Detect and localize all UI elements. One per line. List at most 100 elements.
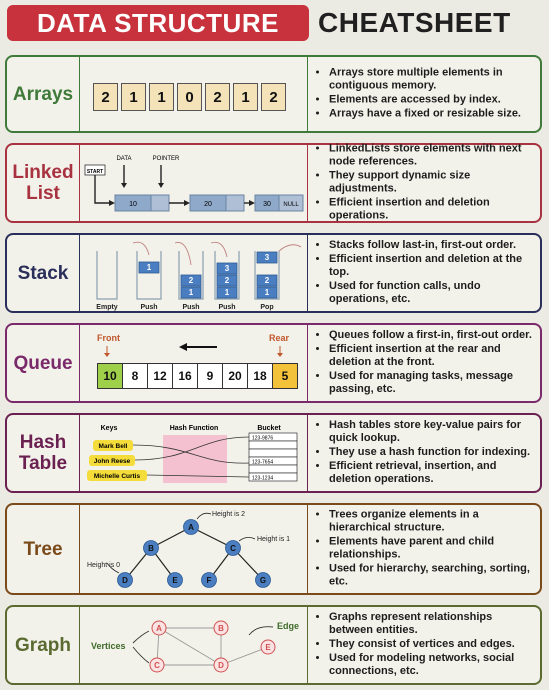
title-bar: DATA STRUCTURE CHEATSHEET <box>0 0 549 48</box>
graph-node: B <box>218 624 224 633</box>
bucket-title: Bucket <box>257 425 281 432</box>
stack-svg: 1 21 321 321 Empty Push Push Push Pop <box>96 241 302 311</box>
vertices-label: Vertices <box>91 641 126 651</box>
bucket-value: 123-7654 <box>252 460 273 466</box>
graph-diagram: A B C D E Vertices Edge <box>81 607 306 683</box>
tree-svg: A B C D E F G Height is 2 Height is 1 He… <box>87 511 290 588</box>
tree-node: C <box>230 544 236 553</box>
svg-text:2: 2 <box>189 276 194 285</box>
linked-list-svg: START DATA POINTER 10 20 30 NULL <box>84 156 304 212</box>
linked-list-label: Linked List <box>7 145 79 221</box>
graph-label: Graph <box>15 634 71 656</box>
stack-caption: Empty <box>96 304 118 311</box>
arrays-bullets: Arrays store multiple elements in contig… <box>309 67 536 122</box>
array-cell: 1 <box>149 83 174 111</box>
bullet: Queues follow a first-in, first-out orde… <box>329 329 536 342</box>
queue-diagram: Front Rear 10 8 12 16 9 20 18 5 <box>81 325 306 401</box>
graph-node: A <box>156 624 162 633</box>
bullet: Elements are accessed by index. <box>329 94 536 107</box>
hash-label-2: Table <box>18 453 68 474</box>
queue-label: Queue <box>13 352 73 374</box>
bullet: Trees organize elements in a hierarchica… <box>329 509 536 535</box>
bullet: Efficient retrieval, insertion, and dele… <box>329 460 536 486</box>
tree-bullets: Trees organize elements in a hierarchica… <box>309 509 536 590</box>
pointer-label: POINTER <box>153 156 180 162</box>
svg-text:2: 2 <box>265 276 270 285</box>
node-value: 10 <box>129 201 137 208</box>
svg-text:1: 1 <box>265 288 270 297</box>
hash-key: Michelle Curtis <box>94 473 141 480</box>
stack-caption: Push <box>218 304 235 311</box>
queue-bullets: Queues follow a first-in, first-out orde… <box>309 329 536 397</box>
tree-node: D <box>122 576 128 585</box>
queue-cell-front: 10 <box>97 363 123 389</box>
queue-cell: 12 <box>147 363 173 389</box>
stack-caption: Pop <box>260 304 273 311</box>
queue-cell: 18 <box>247 363 273 389</box>
bucket-value: 123-9876 <box>252 436 273 442</box>
bullet: Stacks follow last-in, first-out order. <box>329 239 536 252</box>
title-cheatsheet: CHEATSHEET <box>318 7 511 38</box>
linked-label-2: List <box>26 183 60 204</box>
arrays-label: Arrays <box>12 83 74 105</box>
null-label: NULL <box>283 202 299 208</box>
bullet: Graphs represent relationships between e… <box>329 611 536 637</box>
bullet: Elements have parent and child relations… <box>329 536 536 562</box>
height-2-label: Height is 2 <box>212 511 245 518</box>
graph-svg: A B C D E Vertices Edge <box>91 620 299 673</box>
bullet: Hash tables store key-value pairs for qu… <box>329 419 536 445</box>
array-cell: 2 <box>205 83 230 111</box>
bullet: Used for managing tasks, message passing… <box>329 370 536 396</box>
array-cell: 1 <box>233 83 258 111</box>
bullet: Efficient insertion and deletion at the … <box>329 253 536 279</box>
stack-caption: Push <box>140 304 157 311</box>
arrays-diagram: 2 1 1 0 2 1 2 <box>81 57 306 131</box>
bullet: They use a hash function for indexing. <box>329 446 536 459</box>
tree-node: A <box>188 523 194 532</box>
linked-list-diagram: START DATA POINTER 10 20 30 NULL <box>81 145 306 221</box>
tree-node: B <box>148 544 154 553</box>
svg-text:3: 3 <box>265 253 270 262</box>
data-label: DATA <box>116 156 131 162</box>
graph-node: C <box>154 661 160 670</box>
bullet: LinkedLists store elements with next nod… <box>329 143 536 169</box>
svg-text:1: 1 <box>189 288 194 297</box>
bullet: They support dynamic size adjustments. <box>329 170 536 196</box>
hash-key: Mark Bell <box>99 443 128 450</box>
queue-rear-label: Rear <box>269 333 290 343</box>
stack-caption: Push <box>182 304 199 311</box>
queue-cell-rear: 5 <box>272 363 298 389</box>
hash-key: John Reese <box>94 458 131 465</box>
linked-list-card: Linked List START DATA POINTER 10 20 <box>5 143 542 223</box>
node-value: 30 <box>263 201 271 208</box>
tree-node: F <box>207 576 212 585</box>
bullet: Used for hierarchy, searching, sorting, … <box>329 563 536 589</box>
bullet: They consist of vertices and edges. <box>329 638 536 651</box>
queue-card: Queue Front Rear 10 8 12 16 9 20 18 5 Qu… <box>5 323 542 403</box>
bullet: Arrays have a fixed or resizable size. <box>329 108 536 121</box>
hash-diagram: Keys Hash Function Bucket Mark Bell John… <box>81 415 306 491</box>
arrays-card: Arrays 2 1 1 0 2 1 2 Arrays store multip… <box>5 55 542 133</box>
queue-arrows <box>104 343 283 357</box>
queue-cells: 10 8 12 16 9 20 18 5 <box>97 363 298 389</box>
queue-cell: 8 <box>122 363 148 389</box>
queue-cell: 9 <box>197 363 223 389</box>
keys-title: Keys <box>101 425 118 432</box>
height-0-label: Height is 0 <box>87 562 120 569</box>
hash-label-1: Hash <box>19 432 67 453</box>
array-cell: 0 <box>177 83 202 111</box>
svg-text:3: 3 <box>225 264 230 273</box>
bullet: Used for function calls, undo operations… <box>329 280 536 306</box>
title-data-structure: DATA STRUCTURE <box>7 5 309 41</box>
bucket-value: 123-1234 <box>252 476 273 482</box>
graph-node: D <box>218 661 224 670</box>
svg-text:2: 2 <box>225 276 230 285</box>
bullet: Efficient insertion at the rear and dele… <box>329 343 536 369</box>
stack-bullets: Stacks follow last-in, first-out order. … <box>309 239 536 307</box>
tree-label: Tree <box>23 538 63 560</box>
hash-bullets: Hash tables store key-value pairs for qu… <box>309 419 536 487</box>
bullet: Used for modeling networks, social conne… <box>329 652 536 678</box>
bullet: Arrays store multiple elements in contig… <box>329 67 536 93</box>
